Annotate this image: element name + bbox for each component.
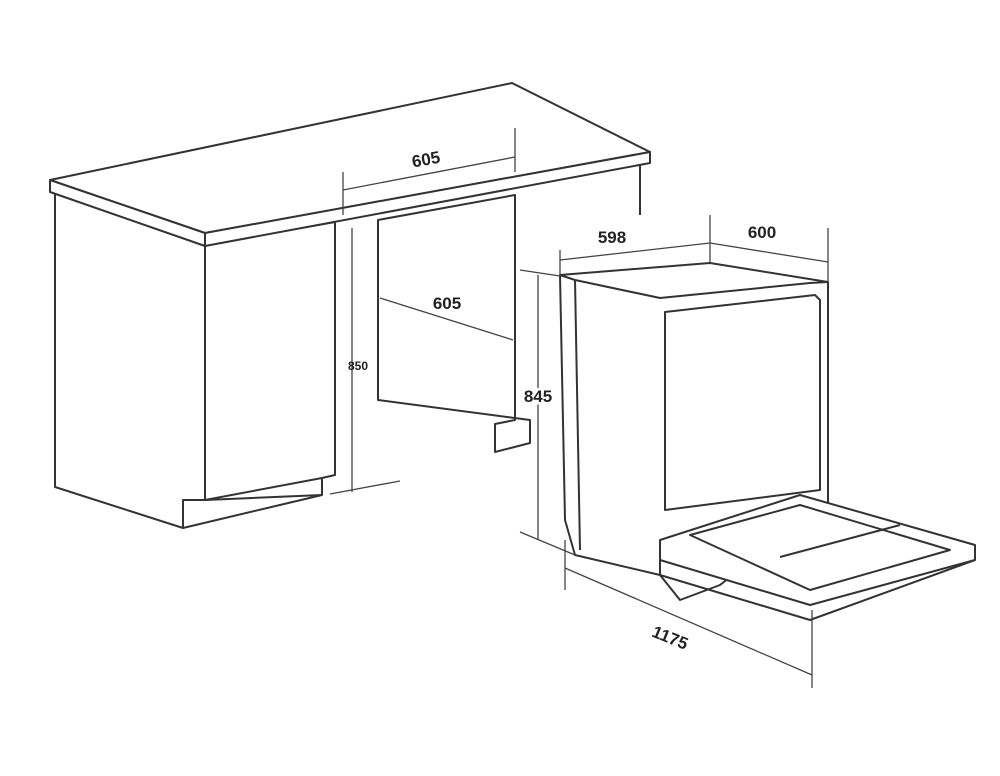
kitchen-cabinet (49, 82, 651, 529)
dimension-niche-height: 850 (329, 228, 401, 495)
door-open-depth-label: 1175 (649, 622, 690, 653)
dimension-niche-width: 605 (342, 128, 516, 215)
dimension-width: 598 (559, 215, 711, 275)
depth-label: 600 (748, 223, 776, 242)
height-label: 845 (524, 387, 552, 406)
door-panel (689, 504, 951, 591)
niche-width-label: 605 (410, 148, 441, 172)
niche-height-label: 850 (348, 359, 368, 373)
dimension-height: 845 (519, 269, 576, 556)
left-cabinet-side (204, 221, 336, 501)
dimension-niche-depth: 605 (379, 294, 514, 341)
dishwasher (559, 262, 976, 621)
countertop-side (204, 151, 651, 247)
left-cabinet-front (54, 191, 206, 529)
dishwasher-opening (664, 294, 821, 511)
width-label: 598 (598, 228, 626, 247)
right-cabinet (377, 194, 531, 453)
dimension-depth: 600 (709, 223, 829, 282)
niche-depth-label: 605 (433, 294, 461, 313)
